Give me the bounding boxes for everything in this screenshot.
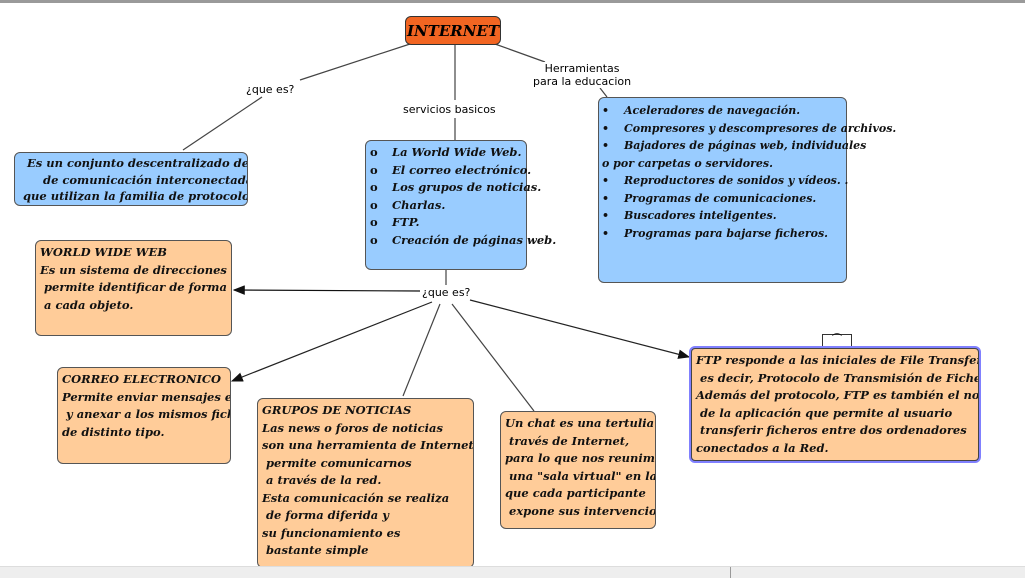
concept-internet[interactable]: INTERNET bbox=[405, 16, 501, 45]
link-line bbox=[232, 285, 421, 295]
list-item: •Buscadores inteligentes. bbox=[602, 209, 777, 222]
link-line bbox=[494, 43, 546, 63]
concept-grupos-de-noticias[interactable]: GRUPOS DE NOTICIAS Las news o foros de n… bbox=[257, 398, 474, 568]
list-item: •Compresores y descompresores de archivo… bbox=[602, 121, 897, 135]
link-label-servicios-basicos[interactable]: servicios basicos bbox=[403, 103, 496, 116]
status-divider bbox=[730, 567, 731, 578]
concept-definition[interactable]: Es un conjunto descentralizado de redes … bbox=[14, 152, 248, 206]
concept-herramientas[interactable]: •Aceleradores de navegación. •Compresores… bbox=[598, 97, 897, 283]
window-top-border bbox=[0, 0, 1025, 3]
concept-ftp[interactable]: FTP responde a las iniciales de File Tra… bbox=[689, 346, 981, 463]
link-label-herramientas[interactable]: Herramientas para la educacion bbox=[533, 62, 632, 88]
link-line bbox=[402, 303, 441, 397]
status-bar bbox=[0, 566, 1025, 578]
link-line bbox=[469, 299, 691, 359]
link-line bbox=[182, 96, 263, 151]
link-label-que-es[interactable]: ¿que es? bbox=[246, 83, 295, 96]
list-item: •Aceleradores de navegación. bbox=[602, 104, 801, 117]
link-line bbox=[599, 87, 608, 98]
link-label-que-es-servicios[interactable]: ¿que es? bbox=[422, 286, 471, 299]
list-item: o por carpetas o servidores. bbox=[602, 156, 773, 170]
list-item: •Bajadores de páginas web, individuales bbox=[602, 139, 867, 152]
concept-world-wide-web[interactable]: WORLD WIDE WEB Es un sistema de direccio… bbox=[35, 240, 232, 336]
link-line bbox=[299, 43, 411, 81]
list-item: •Reproductores de sonidos y vídeos. . bbox=[602, 174, 849, 187]
link-line bbox=[451, 303, 535, 412]
concept-correo-electronico[interactable]: CORREO ELECTRONICO Permite enviar mensaj… bbox=[57, 367, 231, 464]
link-line bbox=[230, 301, 433, 382]
concept-chat[interactable]: Un chat es una tertulia a través de Inte… bbox=[500, 411, 656, 529]
list-item: •Programas de comunicaciones. bbox=[602, 191, 817, 205]
list-item: •Programas para bajarse ficheros. bbox=[602, 226, 828, 240]
